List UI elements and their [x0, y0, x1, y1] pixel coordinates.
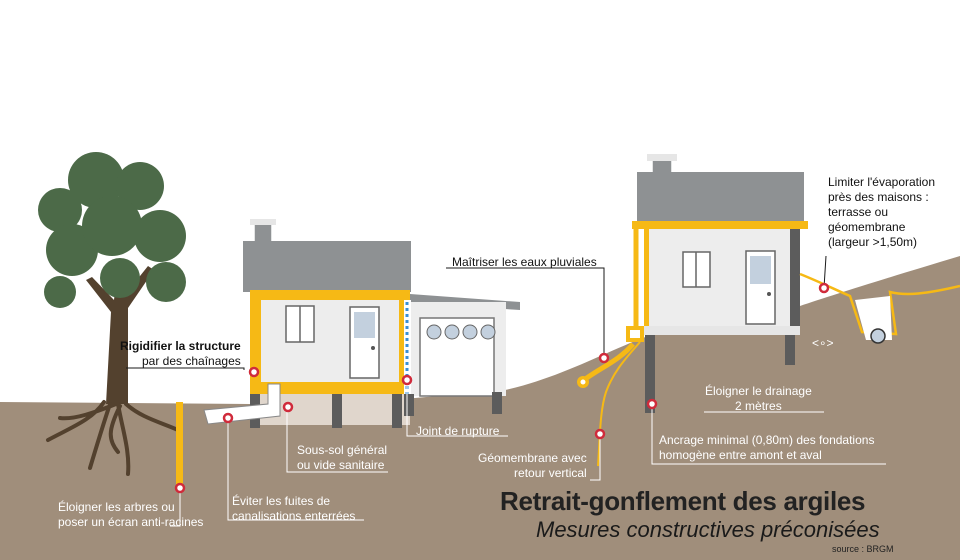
leader-lines [126, 255, 886, 527]
drain-trench [799, 272, 960, 344]
tree [38, 152, 186, 476]
marker-geomembrane [594, 428, 606, 440]
marker-structure [248, 366, 260, 378]
rainwater-system [577, 226, 644, 388]
house-left [243, 219, 411, 428]
label-joint: Joint de rupture [416, 424, 500, 438]
marker-anchoring [646, 398, 658, 410]
root-barrier [176, 402, 183, 488]
source-credit: source : BRGM [832, 544, 894, 554]
drainage-distance-symbol: <∘> [812, 336, 834, 350]
house-right [632, 154, 808, 413]
marker-evaporation [818, 282, 830, 294]
marker-joint [401, 374, 413, 386]
diagram-title: Retrait-gonflement des argiles [500, 486, 866, 516]
label-structure-bold: Rigidifier la structure [120, 339, 241, 353]
label-rain: Maîtriser les eaux pluviales [452, 255, 597, 269]
marker-rain [598, 352, 610, 364]
label-structure: par des chaînages [142, 354, 241, 368]
marker-leaks [222, 412, 234, 424]
basement-zone [250, 393, 410, 425]
drain-pipe [203, 383, 281, 425]
diagram-subtitle: Mesures constructives préconisées [536, 517, 880, 542]
geomembrane-line [597, 341, 641, 467]
marker-tree [174, 482, 186, 494]
marker-basement [282, 401, 294, 413]
markers [174, 282, 830, 494]
